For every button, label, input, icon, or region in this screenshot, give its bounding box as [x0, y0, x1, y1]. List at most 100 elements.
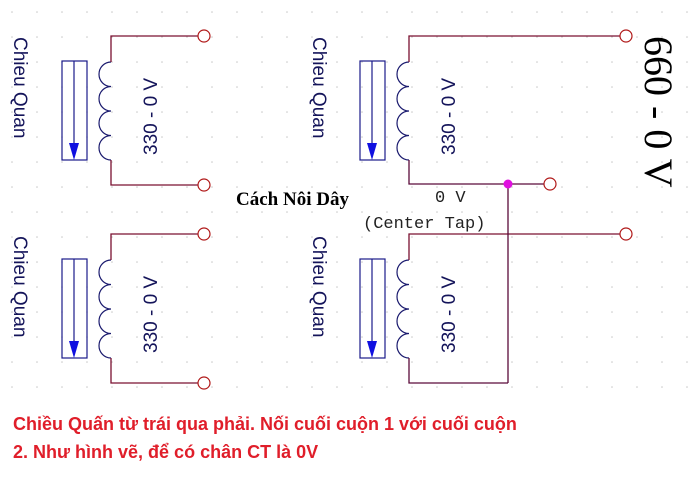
grid-dot	[36, 311, 38, 313]
grid-dot	[336, 311, 338, 313]
terminal-end[interactable]	[197, 376, 211, 390]
grid-dot	[136, 161, 138, 163]
grid-dot	[286, 36, 288, 38]
grid-dot	[61, 361, 63, 363]
grid-dot	[311, 261, 313, 263]
grid-dot	[236, 286, 238, 288]
grid-dot	[661, 336, 663, 338]
grid-dot	[436, 86, 438, 88]
grid-dot	[236, 336, 238, 338]
grid-dot	[461, 361, 463, 363]
grid-dot	[611, 161, 613, 163]
grid-dot	[286, 286, 288, 288]
grid-dot	[686, 161, 688, 163]
grid-dot	[136, 86, 138, 88]
grid-dot	[161, 261, 163, 263]
grid-dot	[586, 111, 588, 113]
grid-dot	[511, 86, 513, 88]
grid-dot	[261, 161, 263, 163]
winding-direction-label: Chieu Quan	[9, 236, 30, 337]
grid-dot	[511, 286, 513, 288]
terminal-0v-end[interactable]	[619, 227, 633, 241]
grid-dot	[11, 61, 13, 63]
grid-dot	[36, 386, 38, 388]
grid-dot	[311, 211, 313, 213]
grid-dot	[11, 136, 13, 138]
grid-dot	[311, 11, 313, 13]
grid-dot	[636, 211, 638, 213]
grid-dot	[11, 286, 13, 288]
grid-dot	[561, 136, 563, 138]
grid-dot	[661, 111, 663, 113]
terminal-660v[interactable]	[619, 29, 633, 43]
grid-dot	[386, 61, 388, 63]
grid-dot	[161, 86, 163, 88]
grid-dot	[136, 286, 138, 288]
grid-dot	[211, 61, 213, 63]
grid-dot	[561, 186, 563, 188]
grid-dot	[586, 261, 588, 263]
grid-dot	[111, 261, 113, 263]
grid-dot	[36, 11, 38, 13]
grid-dot	[286, 261, 288, 263]
grid-dot	[211, 36, 213, 38]
grid-dot	[411, 61, 413, 63]
grid-dot	[611, 336, 613, 338]
wire-top	[110, 233, 198, 260]
terminal-end[interactable]	[197, 178, 211, 192]
winding-direction-indicator	[359, 60, 386, 161]
grid-dot	[686, 261, 688, 263]
grid-dot	[36, 261, 38, 263]
grid-dot	[411, 111, 413, 113]
grid-dot	[161, 111, 163, 113]
grid-dot	[636, 161, 638, 163]
grid-dot	[436, 111, 438, 113]
grid-dot	[111, 11, 113, 13]
grid-dot	[611, 261, 613, 263]
grid-dot	[686, 386, 688, 388]
grid-dot	[636, 36, 638, 38]
grid-dot	[586, 86, 588, 88]
grid-dot	[586, 336, 588, 338]
terminal-start[interactable]	[197, 29, 211, 43]
grid-dot	[211, 86, 213, 88]
grid-dot	[561, 261, 563, 263]
grid-dot	[386, 136, 388, 138]
grid-dot	[361, 136, 363, 138]
grid-dot	[211, 336, 213, 338]
grid-dot	[461, 286, 463, 288]
grid-dot	[186, 311, 188, 313]
grid-dot	[436, 336, 438, 338]
grid-dot	[636, 236, 638, 238]
center-tap-voltage-label: 0 V	[435, 189, 466, 208]
grid-dot	[211, 236, 213, 238]
terminal-center-tap[interactable]	[543, 177, 557, 191]
grid-dot	[336, 186, 338, 188]
grid-dot	[11, 11, 13, 13]
grid-dot	[561, 386, 563, 388]
grid-dot	[186, 236, 188, 238]
grid-dot	[486, 86, 488, 88]
grid-dot	[636, 111, 638, 113]
arrow-down-icon	[367, 143, 377, 160]
grid-dot	[236, 186, 238, 188]
grid-dot	[236, 261, 238, 263]
grid-dot	[86, 186, 88, 188]
grid-dot	[136, 11, 138, 13]
grid-dot	[661, 261, 663, 263]
grid-dot	[11, 111, 13, 113]
grid-dot	[386, 386, 388, 388]
terminal-start[interactable]	[197, 227, 211, 241]
grid-dot	[261, 261, 263, 263]
grid-dot	[161, 311, 163, 313]
grid-dot	[186, 11, 188, 13]
grid-dot	[286, 236, 288, 238]
grid-dot	[311, 86, 313, 88]
grid-dot	[536, 311, 538, 313]
grid-dot	[686, 36, 688, 38]
grid-dot	[336, 386, 338, 388]
grid-dot	[61, 236, 63, 238]
grid-dot	[386, 286, 388, 288]
grid-dot	[486, 236, 488, 238]
grid-dot	[61, 386, 63, 388]
